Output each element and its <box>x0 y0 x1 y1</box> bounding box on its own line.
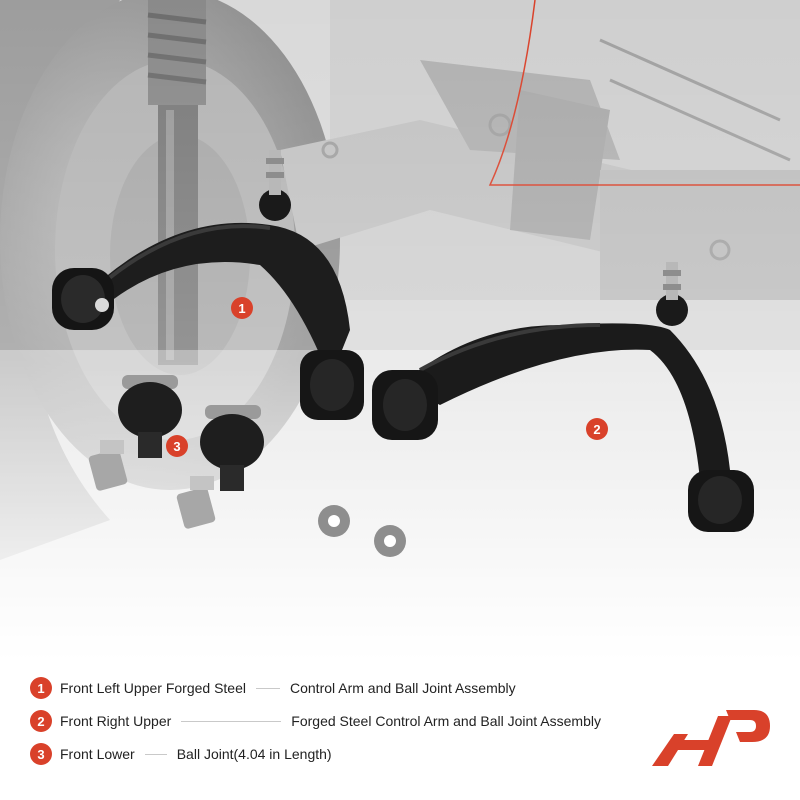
legend-number-2: 2 <box>30 710 52 732</box>
legend-right-3: Ball Joint(4.04 in Length) <box>176 746 332 762</box>
brand-logo-icon <box>652 710 770 766</box>
washers <box>318 505 406 557</box>
ball-joint-2 <box>176 405 264 529</box>
legend-row-3: 3 Front Lower Ball Joint(4.04 in Length) <box>30 742 332 766</box>
legend-row-1: 1 Front Left Upper Forged Steel Control … <box>30 676 516 700</box>
marker-1: 1 <box>231 297 253 319</box>
legend-left-2: Front Right Upper <box>60 713 172 729</box>
control-arm-right <box>372 262 754 532</box>
legend-left-1: Front Left Upper Forged Steel <box>60 680 246 696</box>
legend-dash-2 <box>181 720 282 722</box>
legend-dash-3 <box>144 753 167 755</box>
suspension-photo <box>0 0 800 660</box>
legend-number-3: 3 <box>30 743 52 765</box>
marker-3: 3 <box>166 435 188 457</box>
legend-left-3: Front Lower <box>60 746 135 762</box>
legend-right-1: Control Arm and Ball Joint Assembly <box>290 680 516 696</box>
legend-right-2: Forged Steel Control Arm and Ball Joint … <box>291 713 601 729</box>
marker-2: 2 <box>586 418 608 440</box>
control-arm-left <box>52 150 364 420</box>
legend-row-2: 2 Front Right Upper Forged Steel Control… <box>30 709 601 733</box>
ball-joint-1 <box>88 375 182 491</box>
legend-number-1: 1 <box>30 677 52 699</box>
legend-dash-1 <box>256 687 280 689</box>
